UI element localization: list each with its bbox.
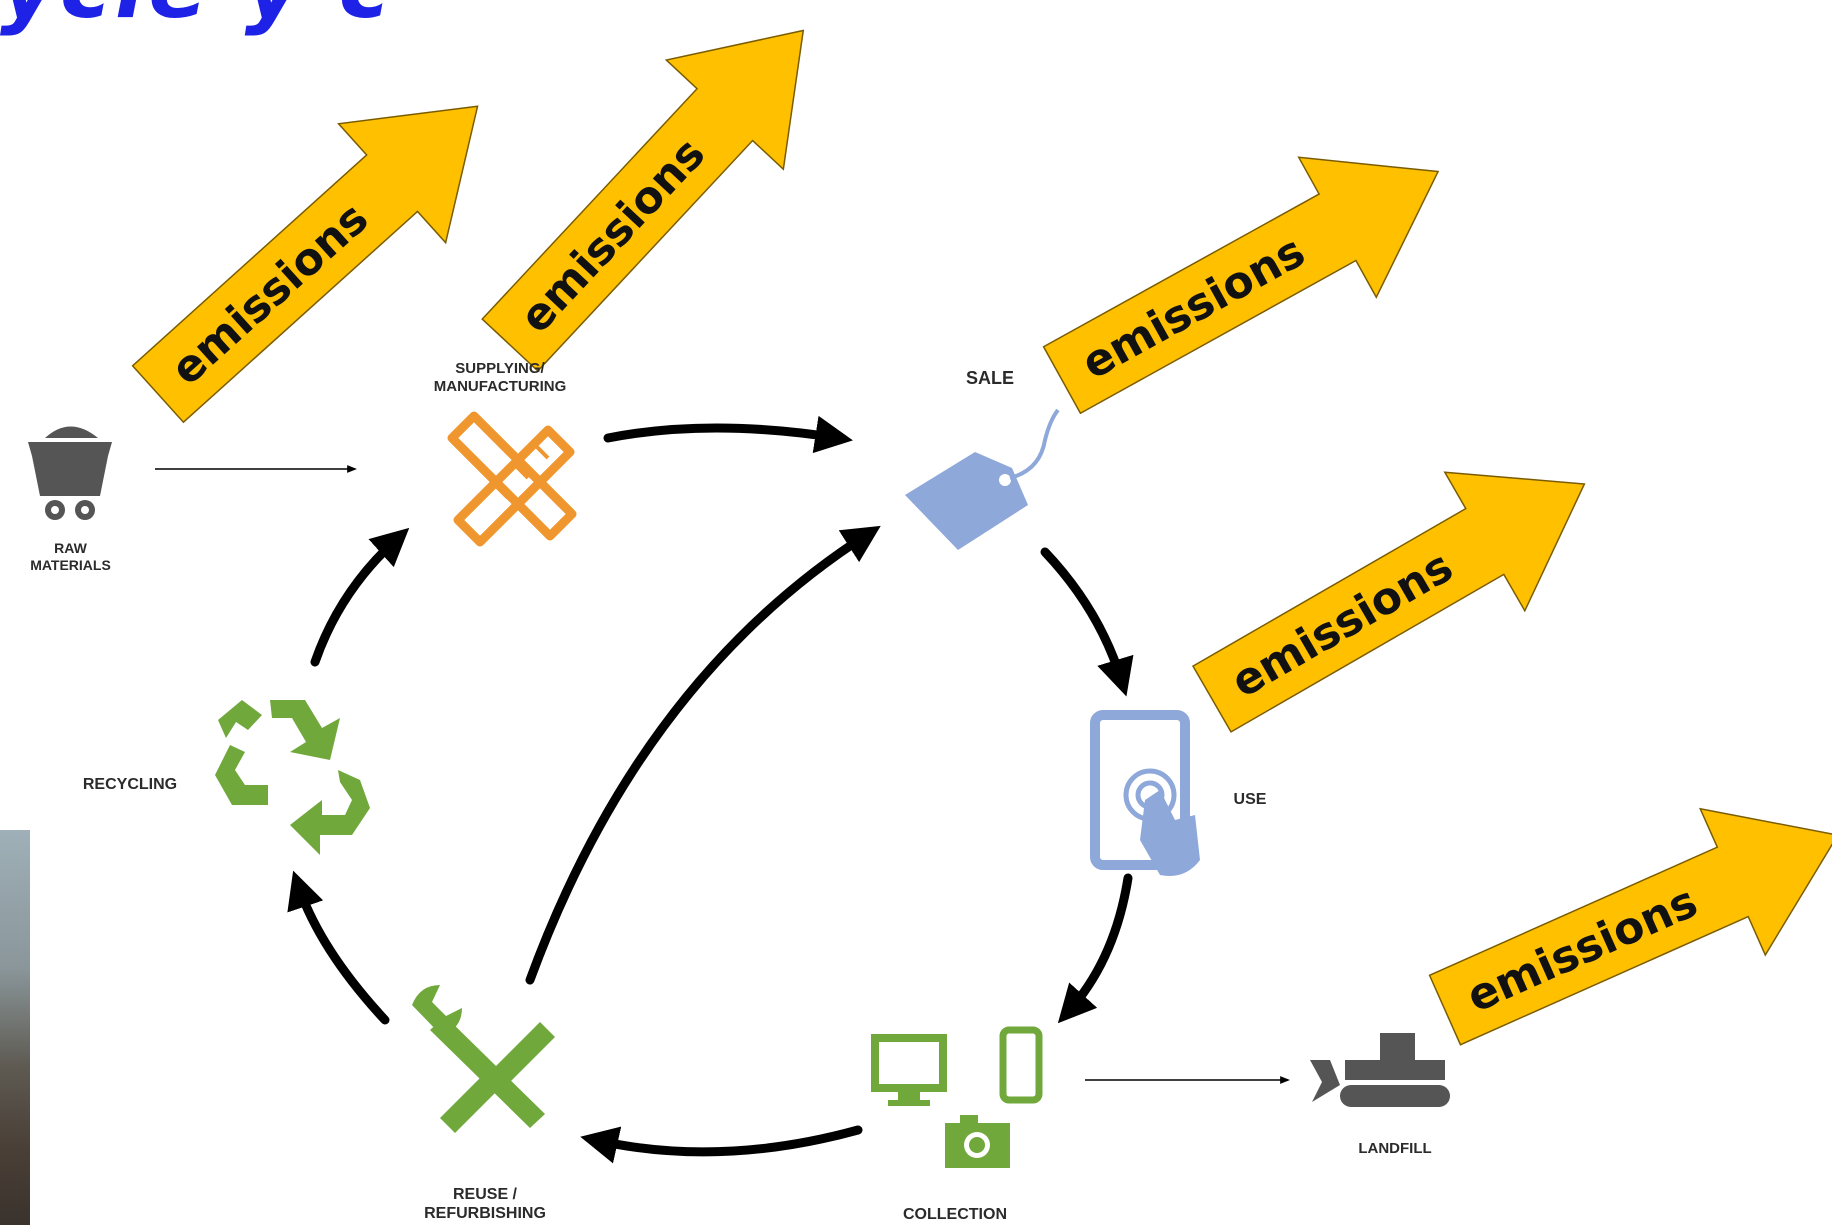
sale-label: SALE — [965, 368, 1014, 388]
flow-arrows-thin — [155, 465, 1290, 1084]
arrow-sale-to-use — [1040, 547, 1134, 697]
landfill-photo-edge — [0, 830, 30, 1225]
raw-materials-label: RAW MATERIALS — [30, 540, 111, 573]
recycling-label: RECYCLING — [82, 776, 178, 793]
emission-arrow-3: emissions — [1022, 100, 1478, 451]
manufacturing-label: SUPPLYING/ MANUFACTURING — [433, 360, 567, 395]
reuse-label: REUSE / REFURBISHING — [424, 1186, 546, 1223]
arrow-manufacturing-to-sale — [603, 415, 853, 454]
ruler-pencil-icon — [447, 411, 577, 547]
cycle-arrows — [287, 415, 1134, 1164]
use-label: USE — [1233, 791, 1267, 808]
slide-title: ycle y c — [0, 0, 394, 38]
emission-arrow-5: emissions — [1411, 761, 1832, 1084]
arrow-use-to-collection — [1057, 873, 1133, 1024]
wrench-screwdriver-icon — [412, 985, 555, 1133]
emission-label: emissions — [510, 128, 715, 343]
landfill-label: LANDFILL — [1358, 1140, 1432, 1157]
arrow-collection-to-reuse — [580, 1125, 863, 1164]
arrow-reuse-to-sale — [525, 525, 881, 985]
bulldozer-icon — [1310, 1033, 1450, 1107]
arrow-reuse-to-recycling — [287, 870, 390, 1025]
emission-arrow-2: emissions — [450, 0, 863, 401]
collection-label: COLLECTION — [903, 1206, 1007, 1223]
emission-label: emissions — [161, 193, 378, 395]
devices-icon — [871, 1026, 1043, 1168]
emission-label: emissions — [1223, 541, 1462, 708]
mine-cart-icon — [28, 426, 112, 520]
arrow-recycling-to-manufacturing — [310, 527, 410, 667]
emission-label: emissions — [1074, 226, 1314, 390]
emission-arrow-4: emissions — [1171, 413, 1626, 770]
tablet-touch-icon — [1090, 710, 1200, 876]
price-tag-icon — [905, 408, 1060, 550]
recycle-icon — [215, 700, 370, 855]
